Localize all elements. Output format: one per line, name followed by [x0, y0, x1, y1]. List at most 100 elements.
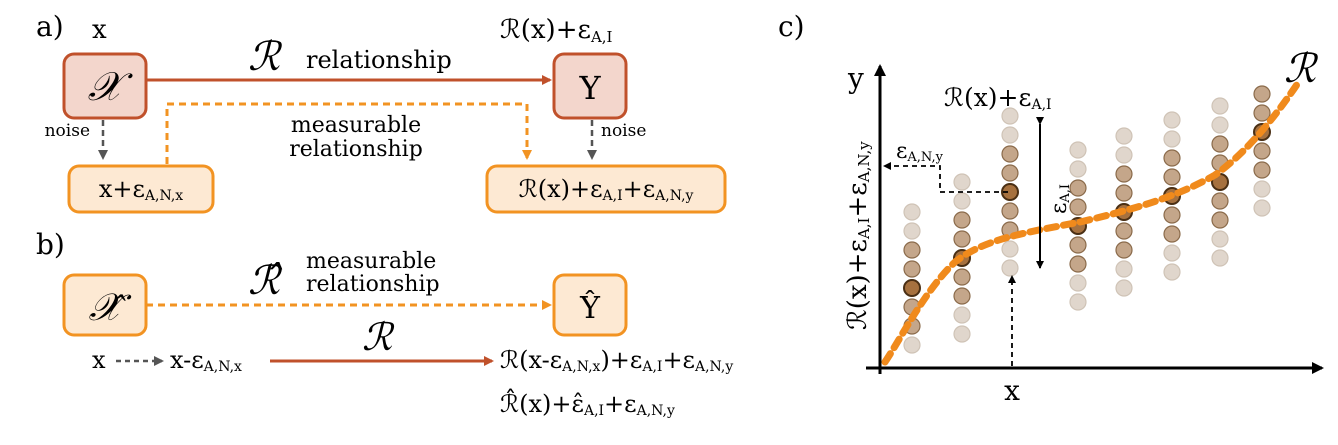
- y-box: [552, 52, 628, 120]
- measurable-arrow: [165, 102, 532, 164]
- yhat-symbol: Ŷ: [579, 290, 601, 326]
- scatter-dot: [1001, 107, 1019, 125]
- scatter-dot: [1001, 259, 1019, 277]
- scatter-dot: [1253, 104, 1271, 122]
- measurable-line2: relationship: [289, 137, 423, 162]
- eps-any-label: εA,N,y: [896, 139, 944, 165]
- scatter-dot: [1115, 184, 1133, 202]
- scatter-dot: [1253, 85, 1271, 103]
- rhat-symbol: ℛ̂: [248, 258, 283, 304]
- rhat-line2: relationship: [306, 272, 440, 297]
- y-noise-box: [485, 164, 727, 214]
- scatter-dot: [1069, 179, 1087, 197]
- scatter-dot: [1115, 146, 1133, 164]
- x-top-label: x: [92, 15, 107, 45]
- scatter-dot: [1163, 130, 1181, 148]
- scatter-dot: [1253, 161, 1271, 179]
- output-line-2: ℛ̂(x)+ε̂A,I+εA,N,y: [500, 389, 675, 419]
- top-annotation: ℛ(x)+εA,I: [944, 83, 1052, 113]
- scatter-dot: [1211, 135, 1229, 153]
- scatter-dot: [1115, 222, 1133, 240]
- scatter-dot: [1253, 199, 1271, 217]
- x-minus-text: x-εA,N,x: [170, 346, 242, 375]
- x-noise-text: x+εA,N,x: [99, 175, 183, 204]
- y-top-label: ℛ(x)+εA,I: [500, 15, 613, 46]
- scatter-dot: [903, 222, 921, 240]
- panel-c-label: c): [778, 10, 805, 43]
- scatter-dot: [953, 211, 971, 229]
- scatter-dot: [1211, 116, 1229, 134]
- eps-ai-label: εA,I: [1047, 184, 1073, 214]
- scatter-dot: [953, 268, 971, 286]
- scatter-dot: [1253, 180, 1271, 198]
- scatter-dot: [953, 230, 971, 248]
- y-noise-text: ℛ(x)+εA,I+εA,N,y: [519, 175, 694, 204]
- scatter-dot: [903, 279, 921, 297]
- panel-a: a) x 𝒳 Y ℛ relationship ℛ(x)+εA,I noise …: [36, 10, 727, 214]
- scatter-dot: [1211, 230, 1229, 248]
- relation-symbol: ℛ: [248, 34, 283, 80]
- y-axis-annotation: ℛ(x)+εA,I+εA,N,y: [843, 141, 873, 330]
- x-start: x: [92, 346, 106, 374]
- output-line-1: ℛ(x-εA,N,x)+εA,I+εA,N,y: [500, 346, 733, 375]
- scatter-dot: [1069, 141, 1087, 159]
- scatter-dot: [1163, 225, 1181, 243]
- y-axis-label: y: [847, 62, 864, 95]
- x-noise-box: [67, 164, 215, 214]
- relationship-curve: [881, 76, 1304, 366]
- curve-label: ℛ: [1284, 46, 1319, 92]
- scatter-dot: [1001, 126, 1019, 144]
- scatter-dot: [1253, 142, 1271, 160]
- r-symbol: ℛ: [362, 315, 395, 359]
- scatter-dot: [903, 203, 921, 221]
- scatter-dot: [953, 325, 971, 343]
- yhat-box: [552, 273, 628, 337]
- scatter-dot: [1115, 279, 1133, 297]
- x-axis-label: x: [1004, 374, 1020, 407]
- scatter-dot: [1069, 198, 1087, 216]
- scatter-dot: [1115, 260, 1133, 278]
- scatter-dot: [1001, 164, 1019, 182]
- scatter-dot: [1001, 145, 1019, 163]
- relation-label: relationship: [306, 46, 452, 74]
- eps-any-guide: [883, 162, 1008, 193]
- scatter-dot: [1163, 206, 1181, 224]
- scatter-dot: [1211, 97, 1229, 115]
- scatter-dot: [953, 192, 971, 210]
- panel-b: b) 𝒳̂ Ŷ ℛ̂ measurable relationship x x-ε…: [36, 228, 733, 419]
- scatter-dot: [953, 173, 971, 191]
- scatter-dot: [1069, 274, 1087, 292]
- dot-columns: [903, 85, 1271, 354]
- scatter-dot: [953, 287, 971, 305]
- panel-c: c) y x ℛ ℛ(x)+εA,I εA,I εA,N,y ℛ(x)+εA,I…: [778, 10, 1324, 407]
- scatter-dot: [903, 336, 921, 354]
- panel-b-label: b): [36, 228, 65, 261]
- scatter-dot: [1001, 240, 1019, 258]
- scatter-dot: [1163, 149, 1181, 167]
- scatter-dot: [1069, 293, 1087, 311]
- scatter-dot: [1001, 183, 1019, 201]
- scatter-dot: [1069, 255, 1087, 273]
- scatter-dot: [903, 241, 921, 259]
- scatter-dot: [1163, 263, 1181, 281]
- measurable-line1: measurable: [291, 113, 421, 138]
- scatter-dot: [1211, 211, 1229, 229]
- panel-a-label: a): [36, 10, 64, 43]
- x-box: [62, 52, 148, 120]
- scatter-dot: [1211, 249, 1229, 267]
- scatter-dot: [953, 306, 971, 324]
- scatter-dot: [1211, 192, 1229, 210]
- scatter-dot: [1115, 127, 1133, 145]
- noise-right-label: noise: [601, 121, 646, 141]
- scatter-dot: [1163, 111, 1181, 129]
- rhat-line1: measurable: [306, 249, 436, 274]
- scatter-dot: [1163, 244, 1181, 262]
- noise-left-label: noise: [45, 121, 90, 141]
- scatter-dot: [903, 260, 921, 278]
- scatter-dot: [1115, 165, 1133, 183]
- scatter-dot: [1069, 236, 1087, 254]
- scatter-dot: [1115, 241, 1133, 259]
- scatter-dot: [1069, 160, 1087, 178]
- scatter-dot: [1001, 202, 1019, 220]
